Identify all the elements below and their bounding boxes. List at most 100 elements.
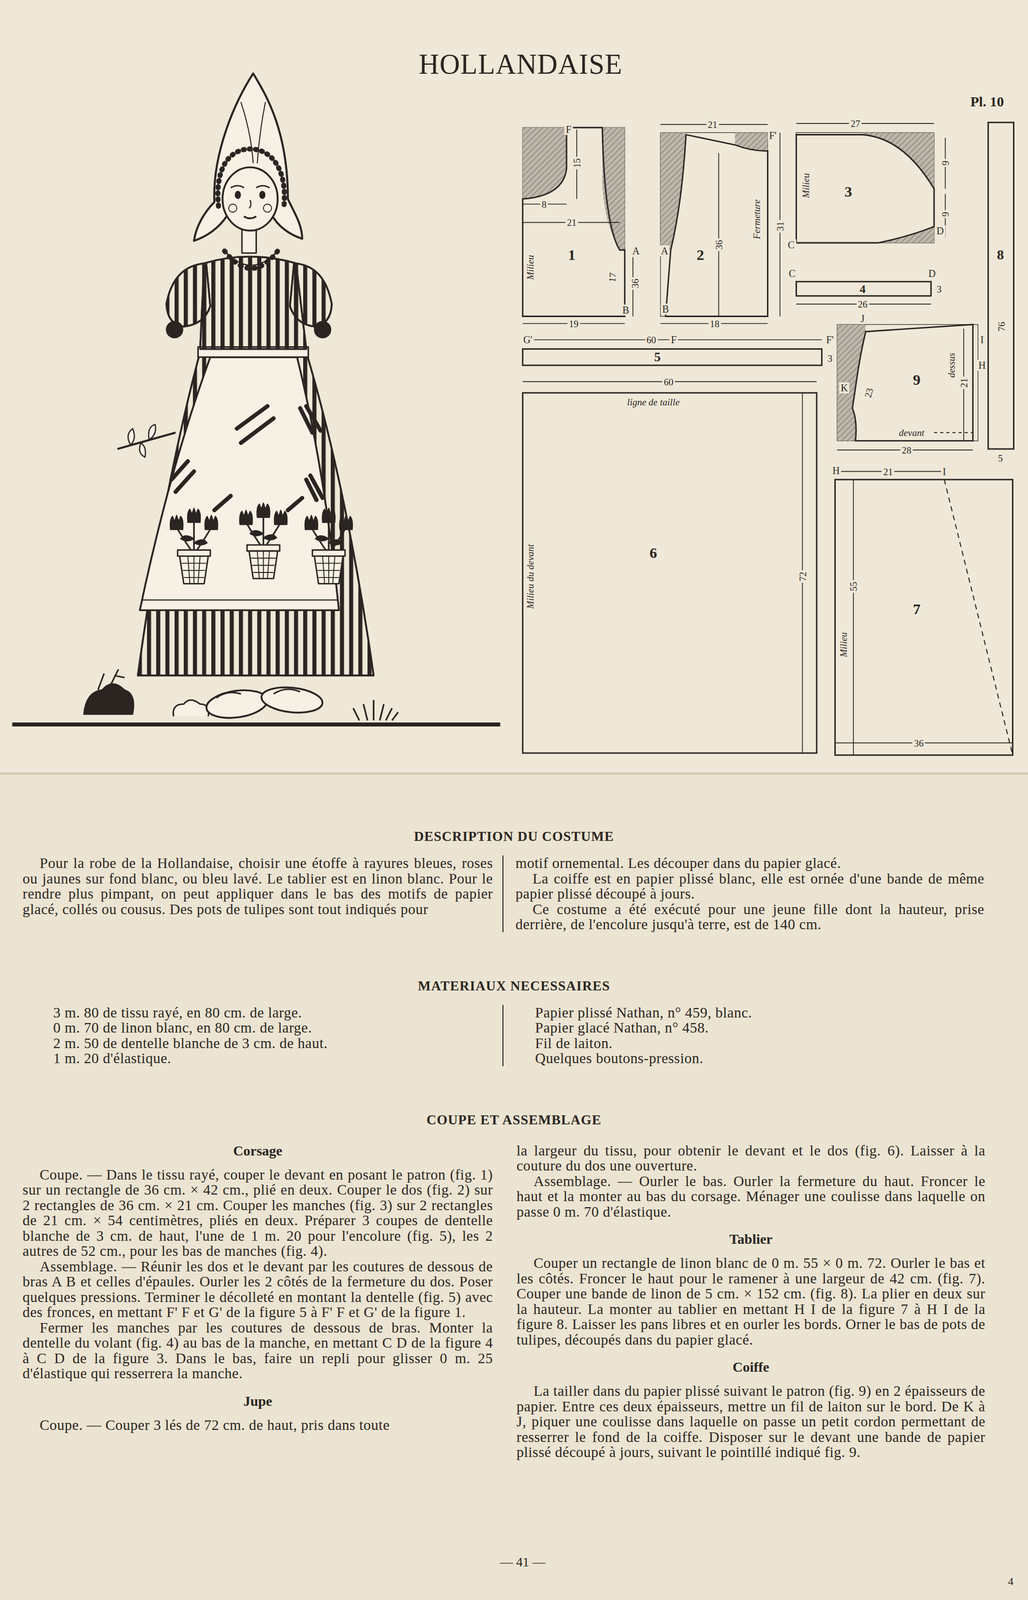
dimension-label: F (669, 334, 679, 346)
piece-number: 7 (913, 601, 921, 617)
dimension-label: 60 (645, 334, 658, 346)
dimension-label: 36 (912, 737, 926, 749)
text-column: motif ornemental. Les découper dans du p… (502, 855, 985, 933)
text-columns: CorsageCoupe. — Dans le tissu rayé, coup… (0, 1143, 1028, 1461)
dimension-label: 31 (774, 220, 786, 233)
piece-label: Milieu du devant (525, 544, 535, 610)
section-heading: COUPE ET ASSEMBLAGE (0, 1112, 1028, 1129)
dimension-label: B (660, 303, 671, 315)
paragraph: La tailler dans du papier plissé suivant… (516, 1383, 986, 1461)
text-columns: 3 m. 80 de tissu rayé, en 80 cm. de larg… (0, 1005, 1028, 1067)
piece-number: 9 (913, 372, 921, 388)
dimension-label: 18 (708, 318, 721, 329)
paragraph: la largeur du tissu, pour obtenir le dev… (516, 1143, 986, 1175)
pattern-piece: 8 (988, 122, 1014, 450)
dimension-label: F' (767, 130, 779, 142)
text-column: 3 m. 80 de tissu rayé, en 80 cm. de larg… (22, 1005, 493, 1067)
dimension-label: 3 (826, 352, 835, 364)
list-item: Quelques boutons-pression. (515, 1051, 985, 1067)
paragraph: La coiffe est en papier plissé blanc, el… (515, 871, 985, 903)
dimension-label: 21 (565, 217, 578, 228)
paragraph: Coupe. — Couper 3 lés de 72 cm. de haut,… (22, 1418, 493, 1434)
dimension-label: 55 (848, 580, 859, 594)
text-column: Papier plissé Nathan, n° 459, blanc.Papi… (502, 1005, 985, 1067)
pattern-piece: 2 Fermeture (660, 132, 768, 317)
dimension-label: I (941, 466, 948, 478)
page-title: HOLLANDAISE (418, 50, 623, 79)
subsection-heading: Coiffe (516, 1359, 986, 1376)
dimension-label: 21 (881, 466, 895, 477)
paragraph: Assemblage. — Ourler le bas. Ourler la f… (516, 1174, 986, 1221)
pattern-piece: Milieu7 (835, 479, 1013, 756)
subsection-heading: Corsage (22, 1143, 493, 1160)
list-item: Papier plissé Nathan, n° 459, blanc. (515, 1005, 985, 1021)
dimension-label: C (786, 239, 796, 251)
section-heading: MATERIAUX NECESSAIRES (0, 978, 1028, 995)
pattern-piece: 4 (796, 281, 931, 296)
piece-number: 5 (654, 350, 661, 364)
list-item: 2 m. 50 de dentelle blanche de 3 cm. de … (22, 1036, 493, 1052)
pattern-piece: ligne de taille6Milieu du devant (522, 393, 817, 754)
dimension-label: 28 (900, 444, 913, 456)
dimension-label: H (976, 359, 987, 371)
piece-label: Fermeture (751, 199, 762, 240)
list-item: Fil de laiton. (515, 1036, 985, 1052)
paragraph: Coupe. — Dans le tissu rayé, couper le d… (22, 1167, 493, 1260)
dimension-label: 3 (935, 283, 944, 295)
dimension-label: 27 (849, 118, 862, 130)
dimension-label: 21 (706, 119, 719, 131)
list-item: Papier glacé Nathan, n° 458. (515, 1020, 985, 1037)
piece-number: 2 (696, 247, 705, 263)
text-block: DESCRIPTION DU COSTUME Pour la robe de la… (0, 829, 1028, 1461)
paragraph: Assemblage. — Réunir les dos et le devan… (22, 1259, 493, 1321)
dimension-label: I (978, 334, 986, 346)
text-column: CorsageCoupe. — Dans le tissu rayé, coup… (22, 1143, 493, 1434)
dimension-label: K (839, 382, 850, 394)
dimension-label: 15 (571, 157, 583, 170)
dimension-label: 26 (856, 299, 869, 310)
subsection-heading: Jupe (22, 1393, 493, 1410)
dimension-label: 76 (996, 320, 1007, 333)
paragraph: Fermer les manches par les coutures de d… (22, 1320, 493, 1382)
dimension-label: 9 (940, 159, 951, 168)
piece-label: Milieu (525, 254, 535, 281)
dimension-label: 9 (940, 210, 951, 219)
list-item: 3 m. 80 de tissu rayé, en 80 cm. de larg… (22, 1005, 493, 1021)
piece-number: 4 (859, 283, 866, 296)
piece-label: devant (898, 428, 925, 438)
dimension-label: F' (824, 334, 836, 346)
dimension-label: G' (521, 334, 534, 346)
plate-number: Pl. 10 (968, 94, 1006, 110)
piece-label: Milieu (800, 173, 811, 199)
dimension-label: H (830, 465, 841, 477)
dimension-label: 17 (606, 271, 619, 285)
text-column: Pour la robe de la Hollandaise, choisir … (22, 855, 493, 918)
paragraph: motif ornemental. Les découper dans du p… (515, 855, 985, 872)
paragraph: Pour la robe de la Hollandaise, choisir … (22, 855, 493, 918)
dimension-label: D (927, 268, 938, 280)
dimension-label: 72 (797, 570, 808, 584)
piece-number: 1 (567, 247, 576, 263)
text-column: la largeur du tissu, pour obtenir le dev… (516, 1143, 986, 1461)
dimension-label: A (630, 245, 641, 257)
paragraph: Couper un rectangle de linon blanc de 0 … (516, 1255, 986, 1348)
dimension-label: D (935, 225, 946, 237)
section-heading: DESCRIPTION DU COSTUME (0, 829, 1028, 845)
page-number: — 41 — (498, 1556, 548, 1571)
dimension-label: 36 (629, 277, 641, 291)
pattern-piece: 9dessusdevant (837, 324, 979, 442)
dimension-label: 8 (540, 198, 549, 210)
dimension-label: 21 (958, 376, 969, 390)
subsection-heading: Tablier (516, 1231, 986, 1248)
dimension-label: C (787, 268, 798, 280)
dimension-label: 36 (713, 238, 724, 252)
dimension-label: 5 (996, 453, 1005, 464)
paragraph: Ce costume a été exécuté pour une jeune … (515, 902, 985, 933)
piece-label: ligne de taille (626, 397, 680, 408)
pattern-piece: 5 (522, 349, 822, 366)
text-columns: Pour la robe de la Hollandaise, choisir … (0, 855, 1028, 933)
list-item: 1 m. 20 d'élastique. (22, 1051, 493, 1067)
dimension-label: J (859, 313, 867, 325)
piece-number: 3 (844, 184, 853, 200)
dimension-label: F (564, 123, 573, 136)
